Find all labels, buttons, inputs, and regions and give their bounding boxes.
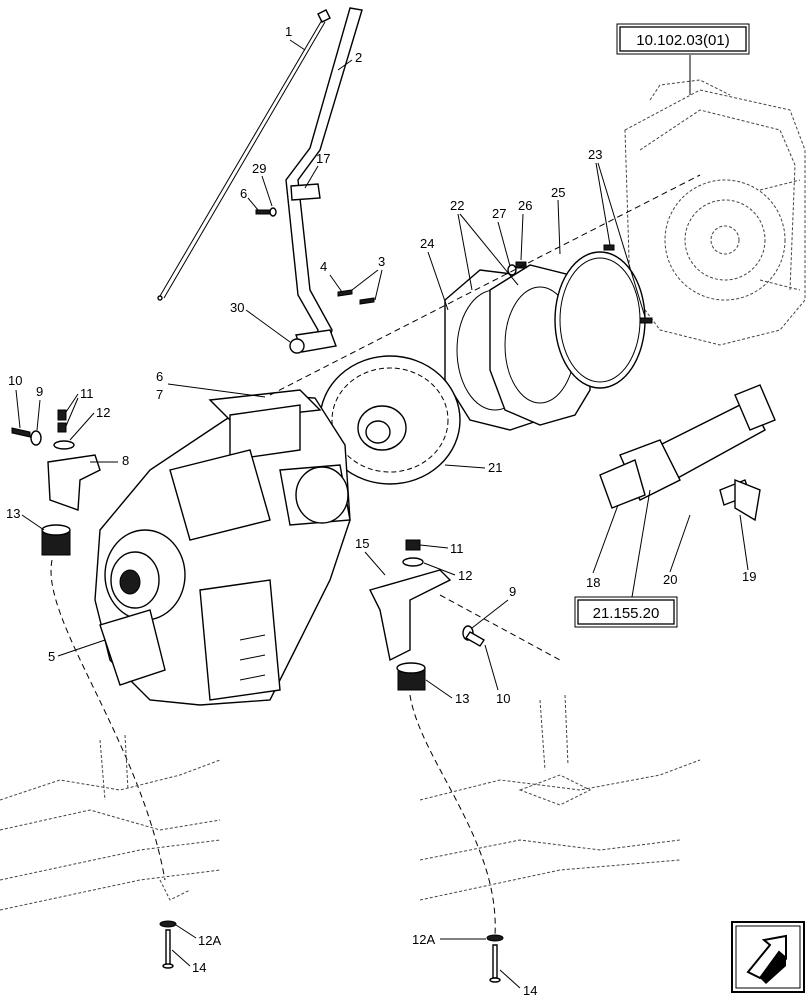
callout-24: 24	[420, 236, 434, 251]
callout-13-right: 13	[455, 691, 469, 706]
driveshaft-reference-label: 21.155.20	[593, 605, 660, 622]
engine-ghost	[624, 79, 806, 346]
frame-left-ghost	[0, 734, 221, 911]
transmission-housing	[94, 389, 351, 706]
engine-reference-label: 10.102.03(01)	[636, 32, 729, 49]
dipstick	[157, 9, 331, 301]
bottom-fasteners	[159, 920, 504, 983]
callout-12-right: 12	[458, 568, 472, 583]
callout-13-left: 13	[6, 506, 20, 521]
filler-tube	[285, 7, 363, 353]
callout-3: 3	[378, 254, 385, 269]
driveshaft-reference-box[interactable]: 21.155.20	[574, 489, 678, 628]
callout-11-left: 11	[80, 386, 94, 401]
callout-23: 23	[588, 147, 602, 162]
o-ring-30	[289, 338, 305, 354]
alignment-line	[269, 174, 701, 396]
callout-1: 1	[285, 24, 292, 39]
callout-25: 25	[551, 185, 565, 200]
callout-29: 29	[252, 161, 266, 176]
callout-8: 8	[122, 453, 129, 468]
callout-5: 5	[48, 649, 55, 664]
callout-27: 27	[492, 206, 506, 221]
callout-10-right: 10	[496, 691, 510, 706]
right-mount	[368, 539, 561, 936]
callout-6-housing: 6	[156, 369, 163, 384]
torque-converter	[319, 355, 461, 485]
callout-10-left: 10	[8, 373, 22, 388]
callout-2: 2	[355, 50, 362, 65]
callout-15: 15	[355, 536, 369, 551]
callout-6-top: 6	[240, 186, 247, 201]
bolts-top	[255, 207, 375, 305]
callout-4: 4	[320, 259, 327, 274]
frame-right-ghost	[419, 694, 701, 901]
callout-22: 22	[450, 198, 464, 213]
driveshaft	[599, 384, 776, 522]
callout-20: 20	[663, 572, 677, 587]
left-mount	[11, 409, 166, 881]
callout-30: 30	[230, 300, 244, 315]
callout-9-left: 9	[36, 384, 43, 399]
callout-18: 18	[586, 575, 600, 590]
callout-12-left: 12	[96, 405, 110, 420]
callout-12A-left: 12A	[198, 933, 221, 948]
callout-14-right: 14	[523, 983, 537, 998]
callout-17: 17	[316, 151, 330, 166]
engine-reference-box[interactable]: 10.102.03(01)	[616, 23, 750, 95]
callout-14-left: 14	[192, 960, 206, 975]
bolts-23	[603, 244, 653, 324]
callout-9-right: 9	[509, 584, 516, 599]
callouts: 1 2 3 4 5 6 6 7 8 9 9 10 10 11 11 12 12 …	[6, 24, 756, 998]
callout-26: 26	[518, 198, 532, 213]
arrow-box-icon[interactable]	[731, 921, 805, 993]
callout-12A-right: 12A	[412, 932, 435, 947]
callout-19: 19	[742, 569, 756, 584]
bolt-26-27	[507, 261, 527, 276]
callout-7: 7	[156, 387, 163, 402]
callout-21: 21	[488, 460, 502, 475]
callout-11-right: 11	[450, 541, 464, 556]
